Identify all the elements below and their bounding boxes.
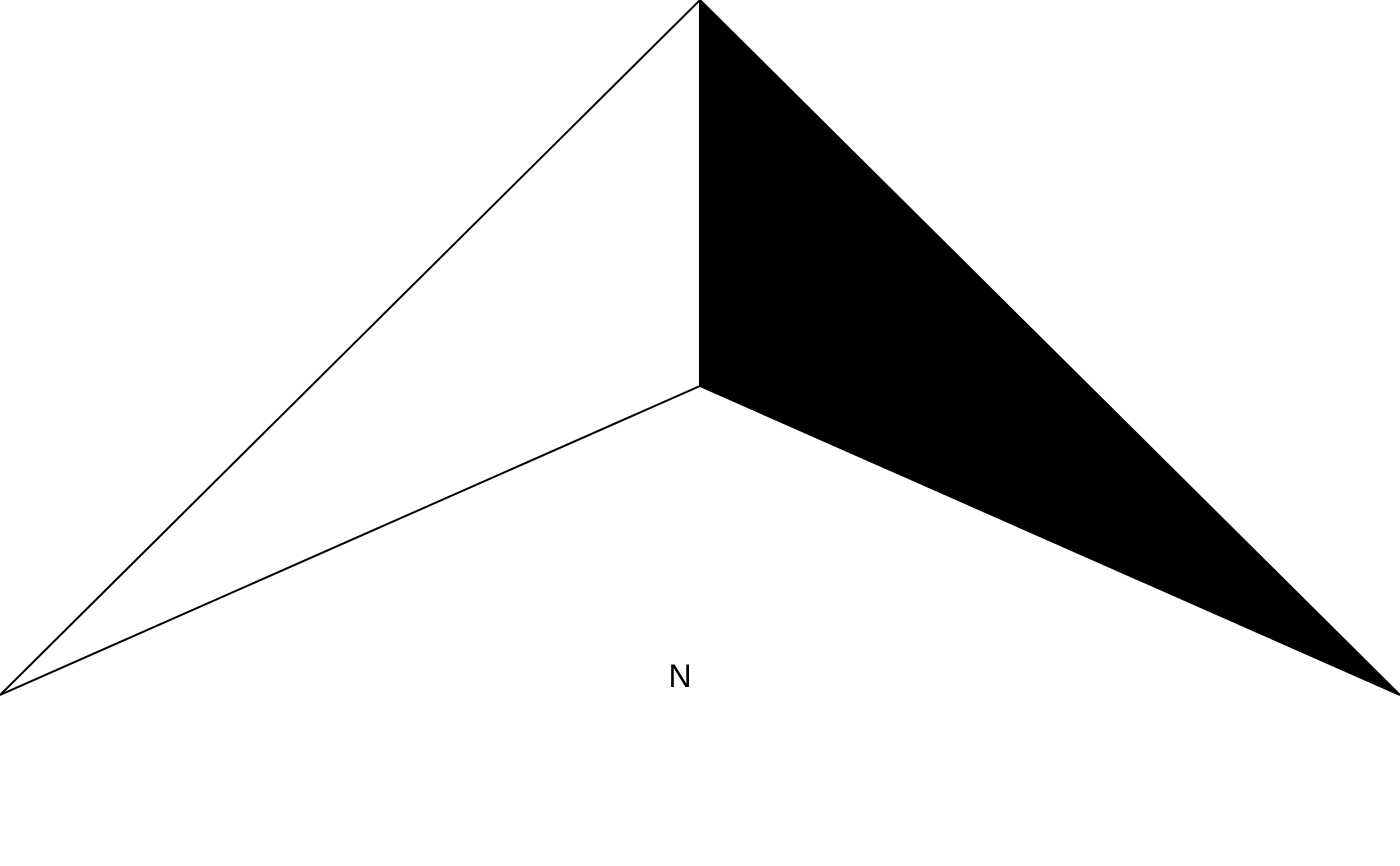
north-label: N (668, 658, 692, 694)
arrow-left-half (0, 0, 701, 696)
arrow-right-half (699, 0, 1400, 696)
